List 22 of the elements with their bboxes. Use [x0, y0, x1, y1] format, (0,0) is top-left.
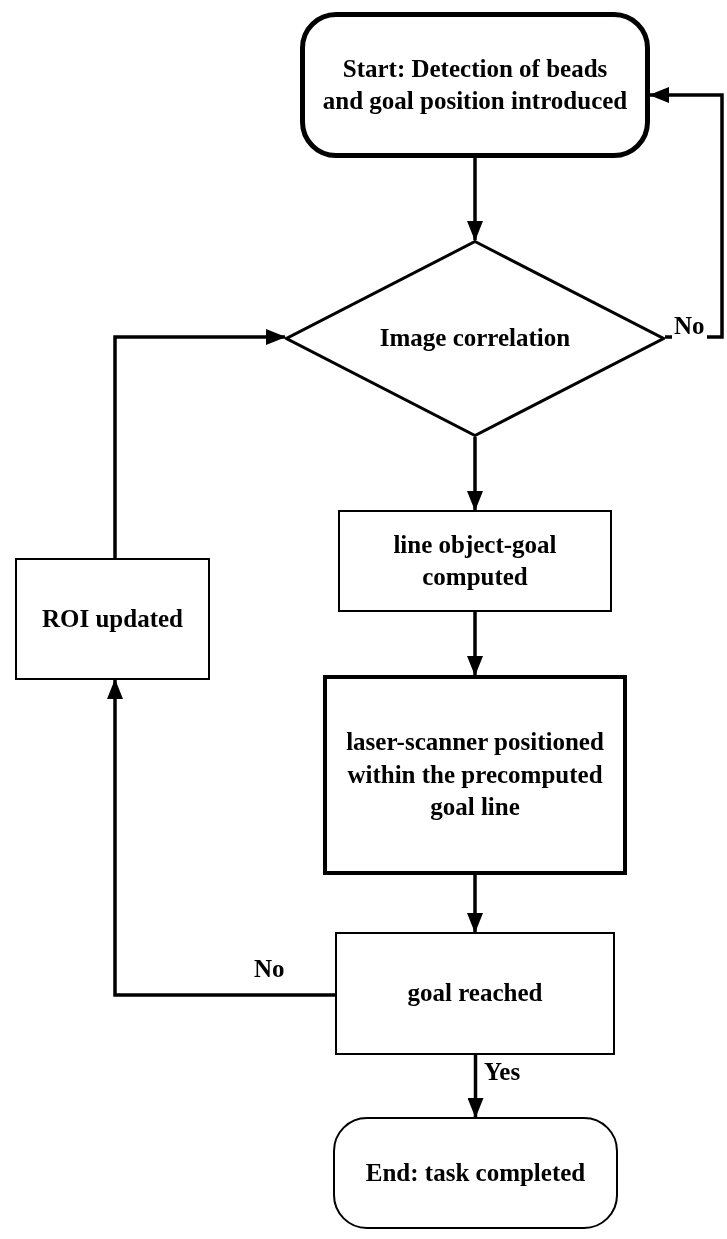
- arrow: [113, 329, 286, 558]
- terminal-box: [333, 1117, 618, 1229]
- arrow: [467, 437, 483, 511]
- arrow: [467, 612, 483, 676]
- arrow: [649, 87, 724, 339]
- process-box: [335, 932, 615, 1055]
- arrow: [467, 875, 483, 933]
- terminal-box: [300, 12, 650, 158]
- node-text: line object-goal computed: [392, 529, 558, 592]
- node-text: laser-scanner positioned within the precomputed goal line: [345, 727, 605, 823]
- process-box: [15, 558, 210, 680]
- decision-diamond: [285, 240, 665, 437]
- process-box: [323, 675, 627, 875]
- arrow: [467, 158, 483, 241]
- node-text: goal reached: [407, 978, 543, 1009]
- process-box: [338, 510, 612, 612]
- node-text: Image correlation: [379, 323, 571, 354]
- node-text: ROI updated: [42, 603, 183, 634]
- arrow: [107, 679, 335, 997]
- node-text: Start: Detection of beads and goal position introduced: [321, 53, 629, 116]
- arrow: [467, 1055, 484, 1118]
- node-text: End: task completed: [365, 1157, 586, 1188]
